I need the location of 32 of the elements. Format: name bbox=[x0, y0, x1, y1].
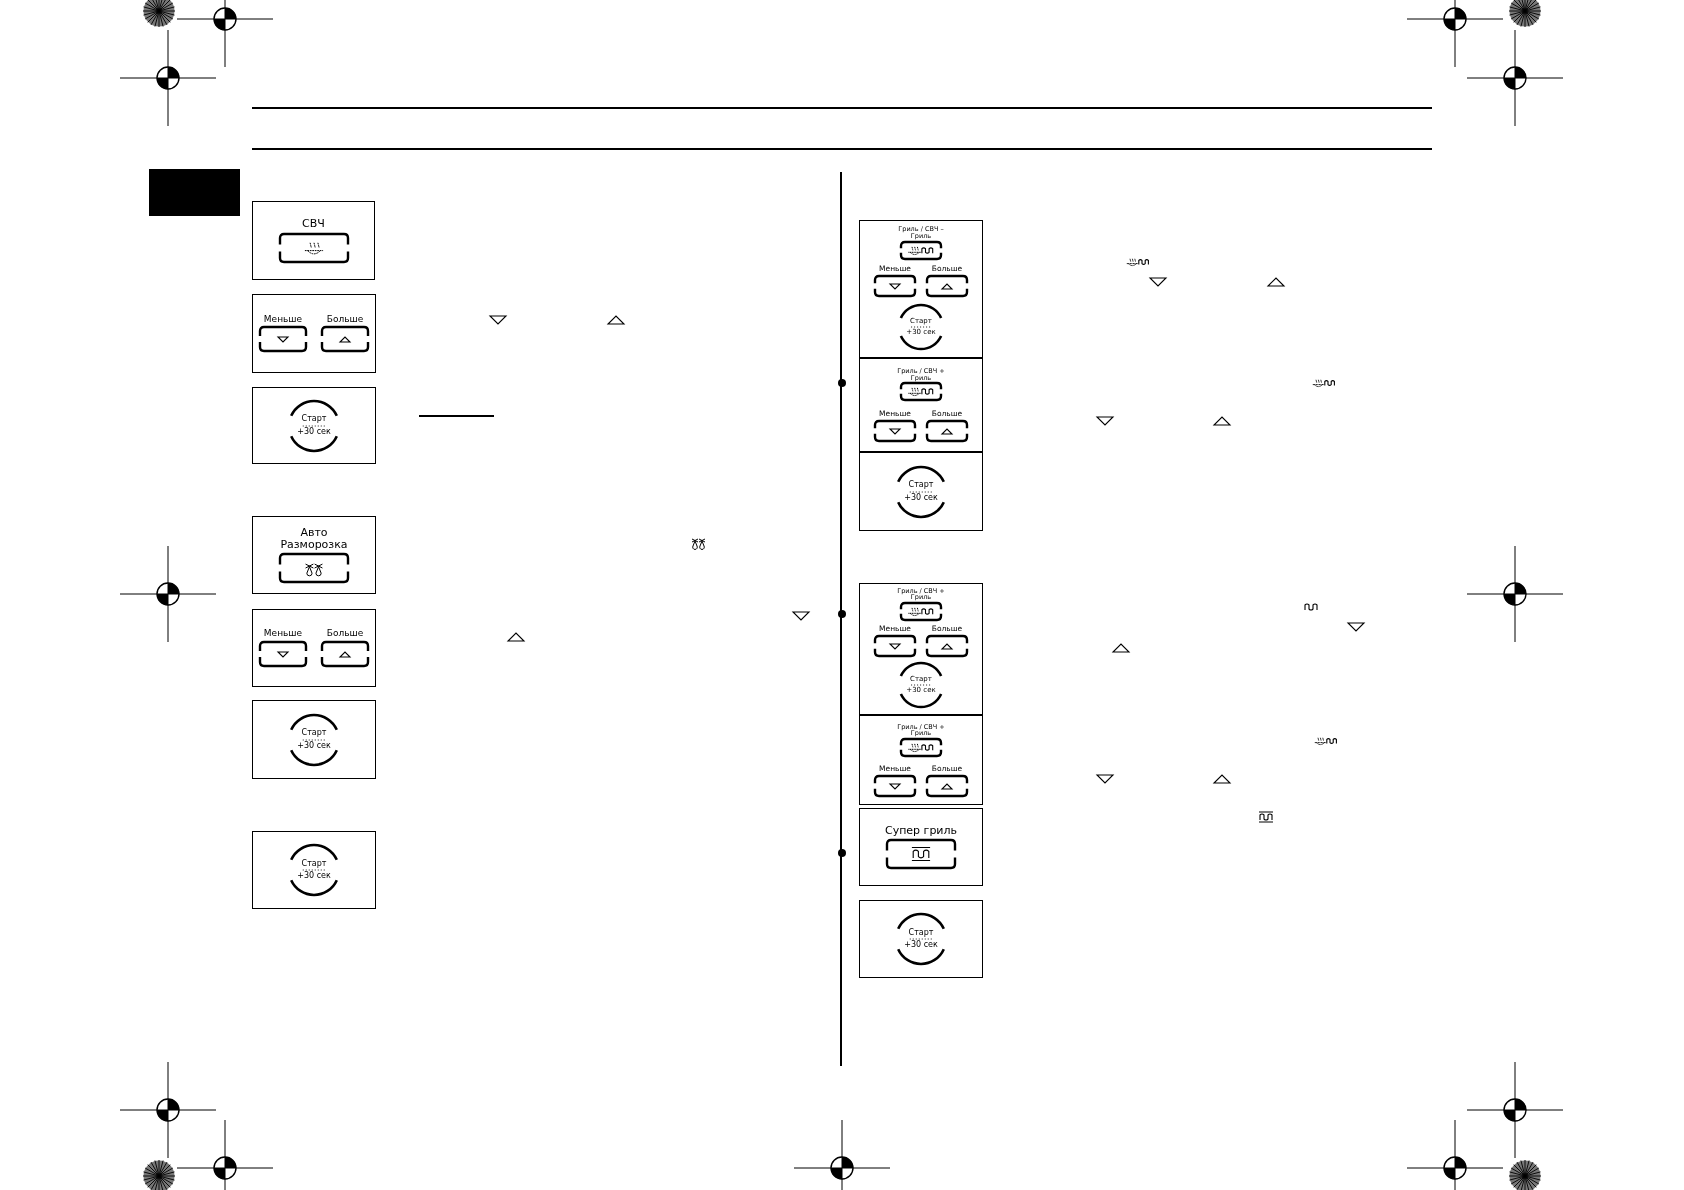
control-panel bbox=[252, 516, 376, 594]
button-label: Больше bbox=[326, 629, 364, 639]
button-label: +30 сек bbox=[296, 741, 332, 750]
button-label: Больше bbox=[326, 314, 364, 325]
control-panel bbox=[859, 220, 983, 358]
control-panel bbox=[252, 700, 376, 779]
button-label: Старт bbox=[300, 729, 328, 738]
control-panel bbox=[252, 294, 376, 373]
control-panel bbox=[252, 387, 376, 464]
control-panel bbox=[252, 609, 376, 687]
button-label: Меньше bbox=[263, 314, 303, 325]
control-panel bbox=[859, 808, 983, 886]
button-label: СВЧ bbox=[302, 218, 325, 230]
control-panel bbox=[859, 583, 983, 715]
button-label: Меньше bbox=[263, 629, 303, 639]
button-label: Старт bbox=[907, 481, 935, 490]
button-label: Супер гриль bbox=[884, 824, 958, 837]
button-label: Старт bbox=[300, 415, 328, 424]
control-panel bbox=[859, 900, 983, 978]
button-label: Старт bbox=[907, 928, 935, 937]
button-label: +30 сек bbox=[903, 941, 939, 950]
control-panel bbox=[252, 201, 375, 280]
button-label: Старт bbox=[300, 859, 328, 868]
control-panel bbox=[859, 358, 983, 452]
button-label: +30 сек bbox=[903, 493, 939, 502]
control-panel bbox=[859, 715, 983, 805]
control-panel bbox=[859, 452, 983, 531]
button-label: +30 сек bbox=[296, 427, 332, 436]
section-tab bbox=[149, 169, 240, 216]
button-label: Авто Разморозка bbox=[279, 526, 349, 551]
control-panel bbox=[252, 831, 376, 909]
button-label: +30 сек bbox=[296, 872, 332, 881]
